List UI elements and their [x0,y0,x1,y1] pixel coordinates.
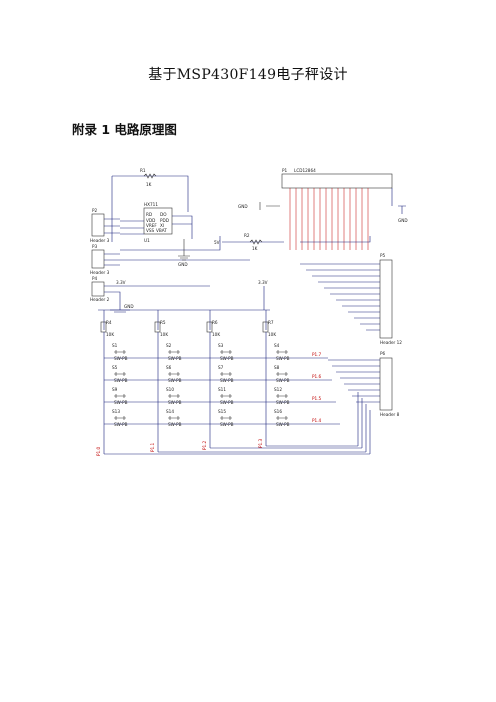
v33-label-p4: 3.3V [116,280,126,285]
p4-part: Header 2 [90,297,110,302]
switch-label: S5 [112,365,118,370]
switch-type: SW-PB [276,378,290,383]
u1-pin-vbat: VBAT [156,228,167,233]
u1-pin-rd: RD [146,212,152,217]
switch-label: S9 [112,387,118,392]
p5-ref: P5 [380,253,386,258]
r1-ref: R1 [140,168,146,173]
switch-type: SW-PB [220,356,234,361]
switch-label: S14 [166,409,174,414]
u1-pin-vref: VREF [146,223,157,228]
document-title: 基于MSP430F149电子秤设计 [148,67,348,83]
gnd-label-lcd: GND [238,204,248,209]
u1-pin-do: DO [160,212,167,217]
switch-label: S16 [274,409,282,414]
switch-label: S13 [112,409,120,414]
switch-label: S3 [218,343,224,348]
switch-label: S4 [274,343,280,348]
p2-part: Header 3 [90,238,110,243]
r2-value: 1K [252,246,258,251]
circuit-schematic: R1 1K R2 1K HX711 U1 RD VDD VREF VSS DO … [90,168,408,456]
v33-label-keypad: 3.3V [258,280,268,285]
appendix-heading: 附录 1 电路原理图 [72,122,177,137]
r7-value: 10K [268,332,276,337]
col-net-label: P1.2 [202,440,207,450]
r4-value: 10K [106,332,114,337]
lcd-part: LCD12864 [294,168,316,173]
col-net-label: P1.1 [150,442,155,452]
row-net-label: P1.7 [312,352,322,357]
switch-type: SW-PB [220,422,234,427]
lcd-ref: P1 [282,168,288,173]
r6-ref: R6 [212,320,218,325]
u1-pin-pdd: PDD [160,218,169,223]
switch-type: SW-PB [276,422,290,427]
switch-label: S10 [166,387,174,392]
switch-type: SW-PB [114,422,128,427]
p5-part: Header 12 [380,340,402,345]
u1-part: HX711 [144,202,158,207]
r5-ref: R5 [160,320,166,325]
p6-part: Header 8 [380,412,400,417]
p3-part: Header 3 [90,270,110,275]
u1-ref: U1 [144,238,150,243]
switch-label: S8 [274,365,280,370]
switch-label: S11 [218,387,226,392]
switch-type: SW-PB [168,422,182,427]
switch-label: S15 [218,409,226,414]
gnd-label-p4: GND [124,304,134,309]
switch-type: SW-PB [168,400,182,405]
p6-ref: P6 [380,351,386,356]
col-net-label: P1.3 [258,438,263,448]
u1-pin-vdd: VDD [146,218,155,223]
r1-value: 1K [146,182,152,187]
switch-type: SW-PB [114,400,128,405]
v5-label: 5V [214,240,220,245]
switch-type: SW-PB [220,378,234,383]
col-net-label: P1.0 [96,446,101,456]
row-net-label: P1.4 [312,418,322,423]
r6-value: 10K [212,332,220,337]
p2-ref: P2 [92,208,98,213]
u1-pin-vss: VSS [146,228,155,233]
switch-type: SW-PB [114,356,128,361]
p4-ref: P4 [92,276,98,281]
row-net-label: P1.5 [312,396,322,401]
switch-type: SW-PB [168,378,182,383]
gnd-label-u1: GND [178,262,188,267]
switch-label: S2 [166,343,172,348]
switch-type: SW-PB [114,378,128,383]
r5-value: 10K [160,332,168,337]
r4-ref: R4 [106,320,112,325]
gnd-label-right: GND [398,218,408,223]
switch-type: SW-PB [276,400,290,405]
r7-ref: R7 [268,320,274,325]
r2-ref: R2 [244,233,250,238]
switch-type: SW-PB [220,400,234,405]
row-net-label: P1.6 [312,374,322,379]
switch-label: S12 [274,387,282,392]
switch-type: SW-PB [276,356,290,361]
p3-ref: P3 [92,244,98,249]
switch-label: S7 [218,365,224,370]
switch-label: S6 [166,365,172,370]
u1-pin-xi: XI [160,223,164,228]
switch-label: S1 [112,343,118,348]
switch-type: SW-PB [168,356,182,361]
